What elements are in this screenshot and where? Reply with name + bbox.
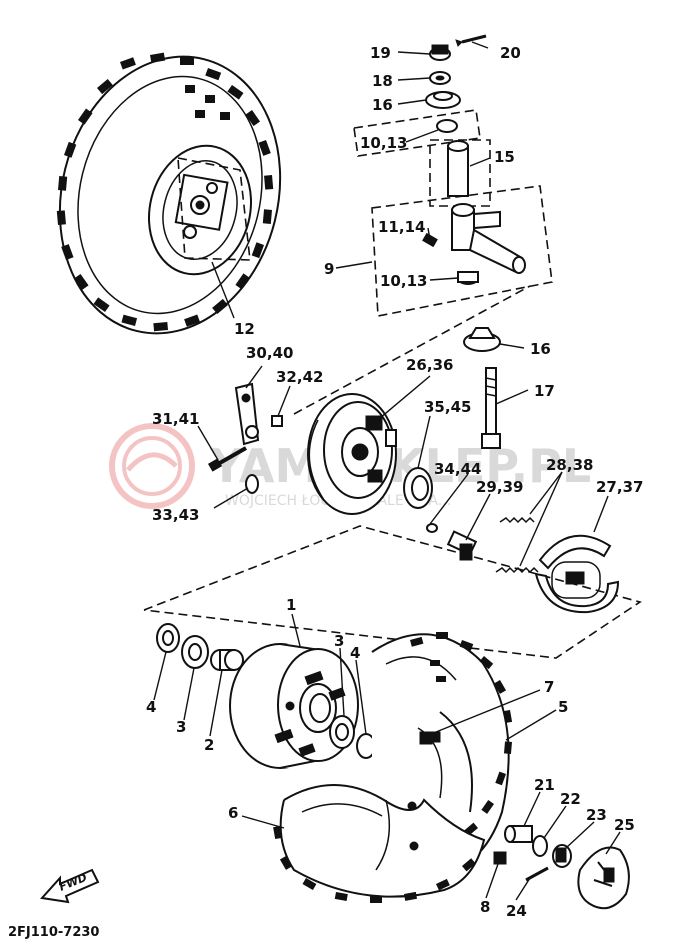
callout-28-38: 28,38: [546, 456, 593, 474]
callout-22: 22: [560, 790, 581, 808]
o-ring-34: [426, 523, 438, 533]
callout-17: 17: [534, 382, 555, 400]
steering-knuckle-9: [451, 203, 526, 274]
nut-32: [271, 415, 283, 427]
callout-34-44: 34,44: [434, 460, 481, 478]
tire-tread-blocks: [56, 52, 274, 332]
watermark-text: YAMASKLEP.PL: [209, 439, 591, 493]
brake-section: [207, 382, 620, 614]
brake-camshaft-29: [446, 530, 478, 561]
fwd-arrow-icon: FWD: [40, 868, 100, 904]
brake-shoes-27: [534, 534, 620, 614]
guide-line-upper: [293, 285, 531, 415]
callout-30-40: 30,40: [246, 344, 293, 362]
brake-drum-hub-1: [229, 643, 359, 769]
callout-25: 25: [614, 816, 635, 834]
callout-32-42: 32,42: [276, 368, 323, 386]
callout-3-lower: 3: [176, 718, 186, 736]
leader-lines: [153, 41, 621, 901]
callout-9: 9: [324, 260, 334, 278]
callout-8: 8: [480, 898, 490, 916]
callout-6: 6: [228, 804, 238, 822]
bushing-10-upper: [436, 119, 458, 133]
callout-31-41: 31,41: [152, 410, 199, 428]
watermark-logo: [109, 423, 195, 509]
hub-cap-25: [577, 846, 630, 910]
callout-33-43: 33,43: [152, 506, 199, 524]
kingpin-bolt-17: [481, 367, 501, 449]
callout-7: 7: [544, 678, 554, 696]
callout-16-upper: 16: [372, 96, 393, 114]
collar-15: [447, 140, 469, 197]
washer-33: [245, 474, 259, 494]
oil-seal-4-left: [156, 623, 180, 653]
callout-15: 15: [494, 148, 515, 166]
return-spring-28: [495, 516, 539, 574]
callout-18: 18: [372, 72, 393, 90]
bushing-10-lower: [457, 271, 479, 285]
callout-29-39: 29,39: [476, 478, 523, 496]
callout-21: 21: [534, 776, 555, 794]
castle-nut-19: [429, 44, 451, 61]
callout-24: 24: [506, 902, 527, 920]
wheel-nut-8: [493, 851, 507, 865]
drawing-code: 2FJ110-7230: [8, 925, 99, 940]
callout-20: 20: [500, 44, 521, 62]
callout-10-13-lower: 10,13: [380, 272, 427, 290]
spacer-2: [210, 649, 244, 671]
callout-27-37: 27,37: [596, 478, 643, 496]
bearing-3-left: [181, 635, 209, 669]
washer-22: [532, 835, 548, 857]
rim-inner-6: [273, 784, 486, 903]
cotter-pin-20: [455, 34, 487, 47]
callout-16-lower: 16: [530, 340, 551, 358]
callout-19: 19: [370, 44, 391, 62]
callout-3-upper: 3: [334, 632, 344, 650]
brake-plate-26: [307, 393, 397, 515]
callout-4-lower: 4: [146, 698, 156, 716]
dust-seal-16-lower: [463, 327, 501, 352]
oil-seal-35: [403, 467, 433, 509]
callout-2: 2: [204, 736, 214, 754]
callout-26-36: 26,36: [406, 356, 453, 374]
callout-12: 12: [234, 320, 255, 338]
bearing-3-right: [329, 715, 355, 749]
callout-4-upper: 4: [350, 644, 360, 662]
collar-21: [504, 825, 533, 843]
callout-11-14: 11,14: [378, 218, 425, 236]
callout-10-13-upper: 10,13: [360, 134, 407, 152]
callout-labels: 19 20 18 16 10,13 15 11,14 9 10,13 16 12…: [146, 44, 643, 920]
air-valve-7: [429, 731, 441, 743]
wheel-assembly-12: [56, 52, 282, 335]
callout-1: 1: [286, 596, 296, 614]
castle-nut-23: [552, 844, 572, 868]
brake-lever-30: [234, 382, 260, 446]
hub-section: [156, 623, 630, 910]
bolt-31: [207, 446, 247, 472]
dust-seal-16-upper: [425, 91, 461, 109]
watermark: YAMASKLEP.PL WOJCIECH ŁOCZNIK - ALE CHA.…: [109, 423, 591, 509]
callout-35-45: 35,45: [424, 398, 471, 416]
callout-23: 23: [586, 806, 607, 824]
callout-5: 5: [558, 698, 568, 716]
knuckle-assembly: [353, 34, 553, 449]
